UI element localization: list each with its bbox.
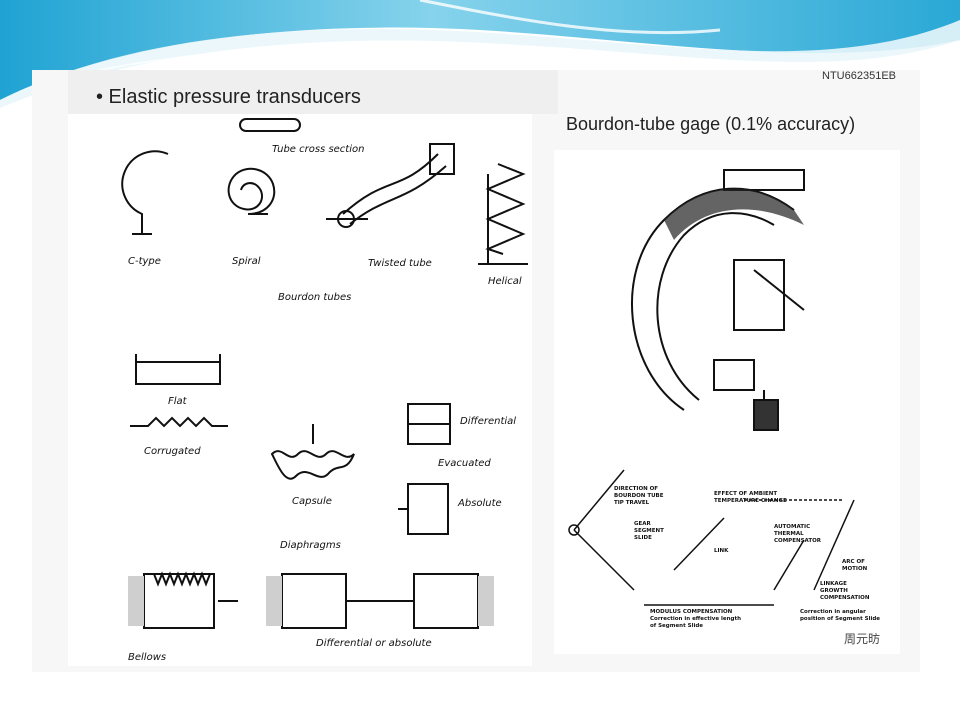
c-type-label: C-type [128, 256, 161, 267]
bellows-label: Bellows [128, 652, 166, 663]
bellows-differential-right-shape [413, 573, 479, 629]
title-bar [68, 70, 558, 114]
bourdon-tip-line-shape [573, 469, 625, 531]
tube-cross-section-label: Tube cross section [272, 144, 364, 155]
c-type-tube-shape [121, 150, 169, 234]
helical-label: Helical [488, 276, 522, 287]
angular-label-2: position of Segment Slide [800, 616, 880, 622]
twisted-tube-label: Twisted tube [368, 258, 432, 269]
differential-label: Differential [460, 416, 516, 427]
header-wave-banner [0, 0, 960, 108]
absolute-gauge-shape [407, 483, 449, 535]
link-label: LINK [714, 548, 729, 554]
capsule-label: Capsule [292, 496, 332, 507]
bourdon-tube-gage-figure: DIRECTION OF BOURDON TUBE TIP TRAVEL EFF… [554, 150, 900, 654]
slide-title: • Elastic pressure transducers [96, 86, 361, 108]
bourdon-tubes-label: Bourdon tubes [278, 292, 351, 303]
elastic-transducers-drawing: Tube cross section C-type Spiral Twisted… [121, 118, 528, 663]
auto-label-3: COMPENSATOR [774, 538, 822, 544]
linkage-label-2: GROWTH [820, 588, 848, 594]
gear-label-2: SEGMENT [634, 528, 664, 534]
ambient-label-2: TEMPERATURE CHANGE [714, 498, 787, 504]
ambient-label-1: EFFECT OF AMBIENT [714, 491, 777, 497]
corrugated-diaphragm-shape [130, 416, 228, 428]
direction-label-1: DIRECTION OF [614, 486, 658, 492]
right-figure-caption: Bourdon-tube gage (0.1% accuracy) [566, 114, 856, 134]
twisted-tube-shape [342, 153, 439, 215]
capsule-shape [270, 450, 355, 480]
arc-label-1: ARC OF [842, 559, 865, 565]
flat-label: Flat [168, 396, 188, 407]
modulus-label-1: MODULUS COMPENSATION [650, 609, 733, 615]
compensator-shape [773, 539, 805, 591]
spiral-label: Spiral [232, 256, 261, 267]
auto-label-1: AUTOMATIC [774, 524, 810, 530]
flat-diaphragm-shape [135, 354, 221, 385]
helical-tube-shape [485, 163, 526, 255]
absolute-label: Absolute [457, 498, 502, 509]
gear-label-1: GEAR [634, 521, 652, 527]
bellows-differential-left-shape [281, 573, 347, 629]
direction-label-3: TIP TRAVEL [614, 500, 650, 506]
direction-label-2: BOURDON TUBE [614, 493, 664, 499]
modulus-label-2: Correction in effective length [650, 616, 741, 622]
elastic-transducers-figure: Tube cross section C-type Spiral Twisted… [68, 114, 532, 666]
diaphragms-label: Diaphragms [280, 540, 341, 551]
bellows-single-shape [153, 571, 211, 587]
angular-label-1: Correction in angular [800, 609, 866, 615]
differential-or-absolute-label: Differential or absolute [316, 638, 432, 649]
modulus-label-3: of Segment Slide [650, 623, 703, 629]
arc-label-2: MOTION [842, 566, 868, 572]
linkage-label-3: COMPENSATION [820, 595, 870, 601]
gear-label-3: SLIDE [634, 535, 652, 541]
bourdon-tube-gage-drawing: DIRECTION OF BOURDON TUBE TIP TRAVEL EFF… [568, 169, 880, 629]
author-name: 周元昉 [844, 632, 881, 646]
spiral-tube-shape [227, 167, 276, 215]
corrugated-label: Corrugated [144, 446, 201, 457]
link-shape [673, 517, 725, 571]
course-code: NTU662351EB [822, 70, 896, 82]
mechanism-callouts: DIRECTION OF BOURDON TUBE TIP TRAVEL EFF… [614, 486, 880, 629]
slide-content: NTU662351EB • Elastic pressure transduce… [32, 70, 920, 672]
auto-label-2: THERMAL [774, 531, 804, 537]
linkage-label-1: LINKAGE [820, 581, 847, 587]
evacuated-label: Evacuated [438, 458, 491, 469]
tube-cross-section-shape [239, 118, 301, 132]
